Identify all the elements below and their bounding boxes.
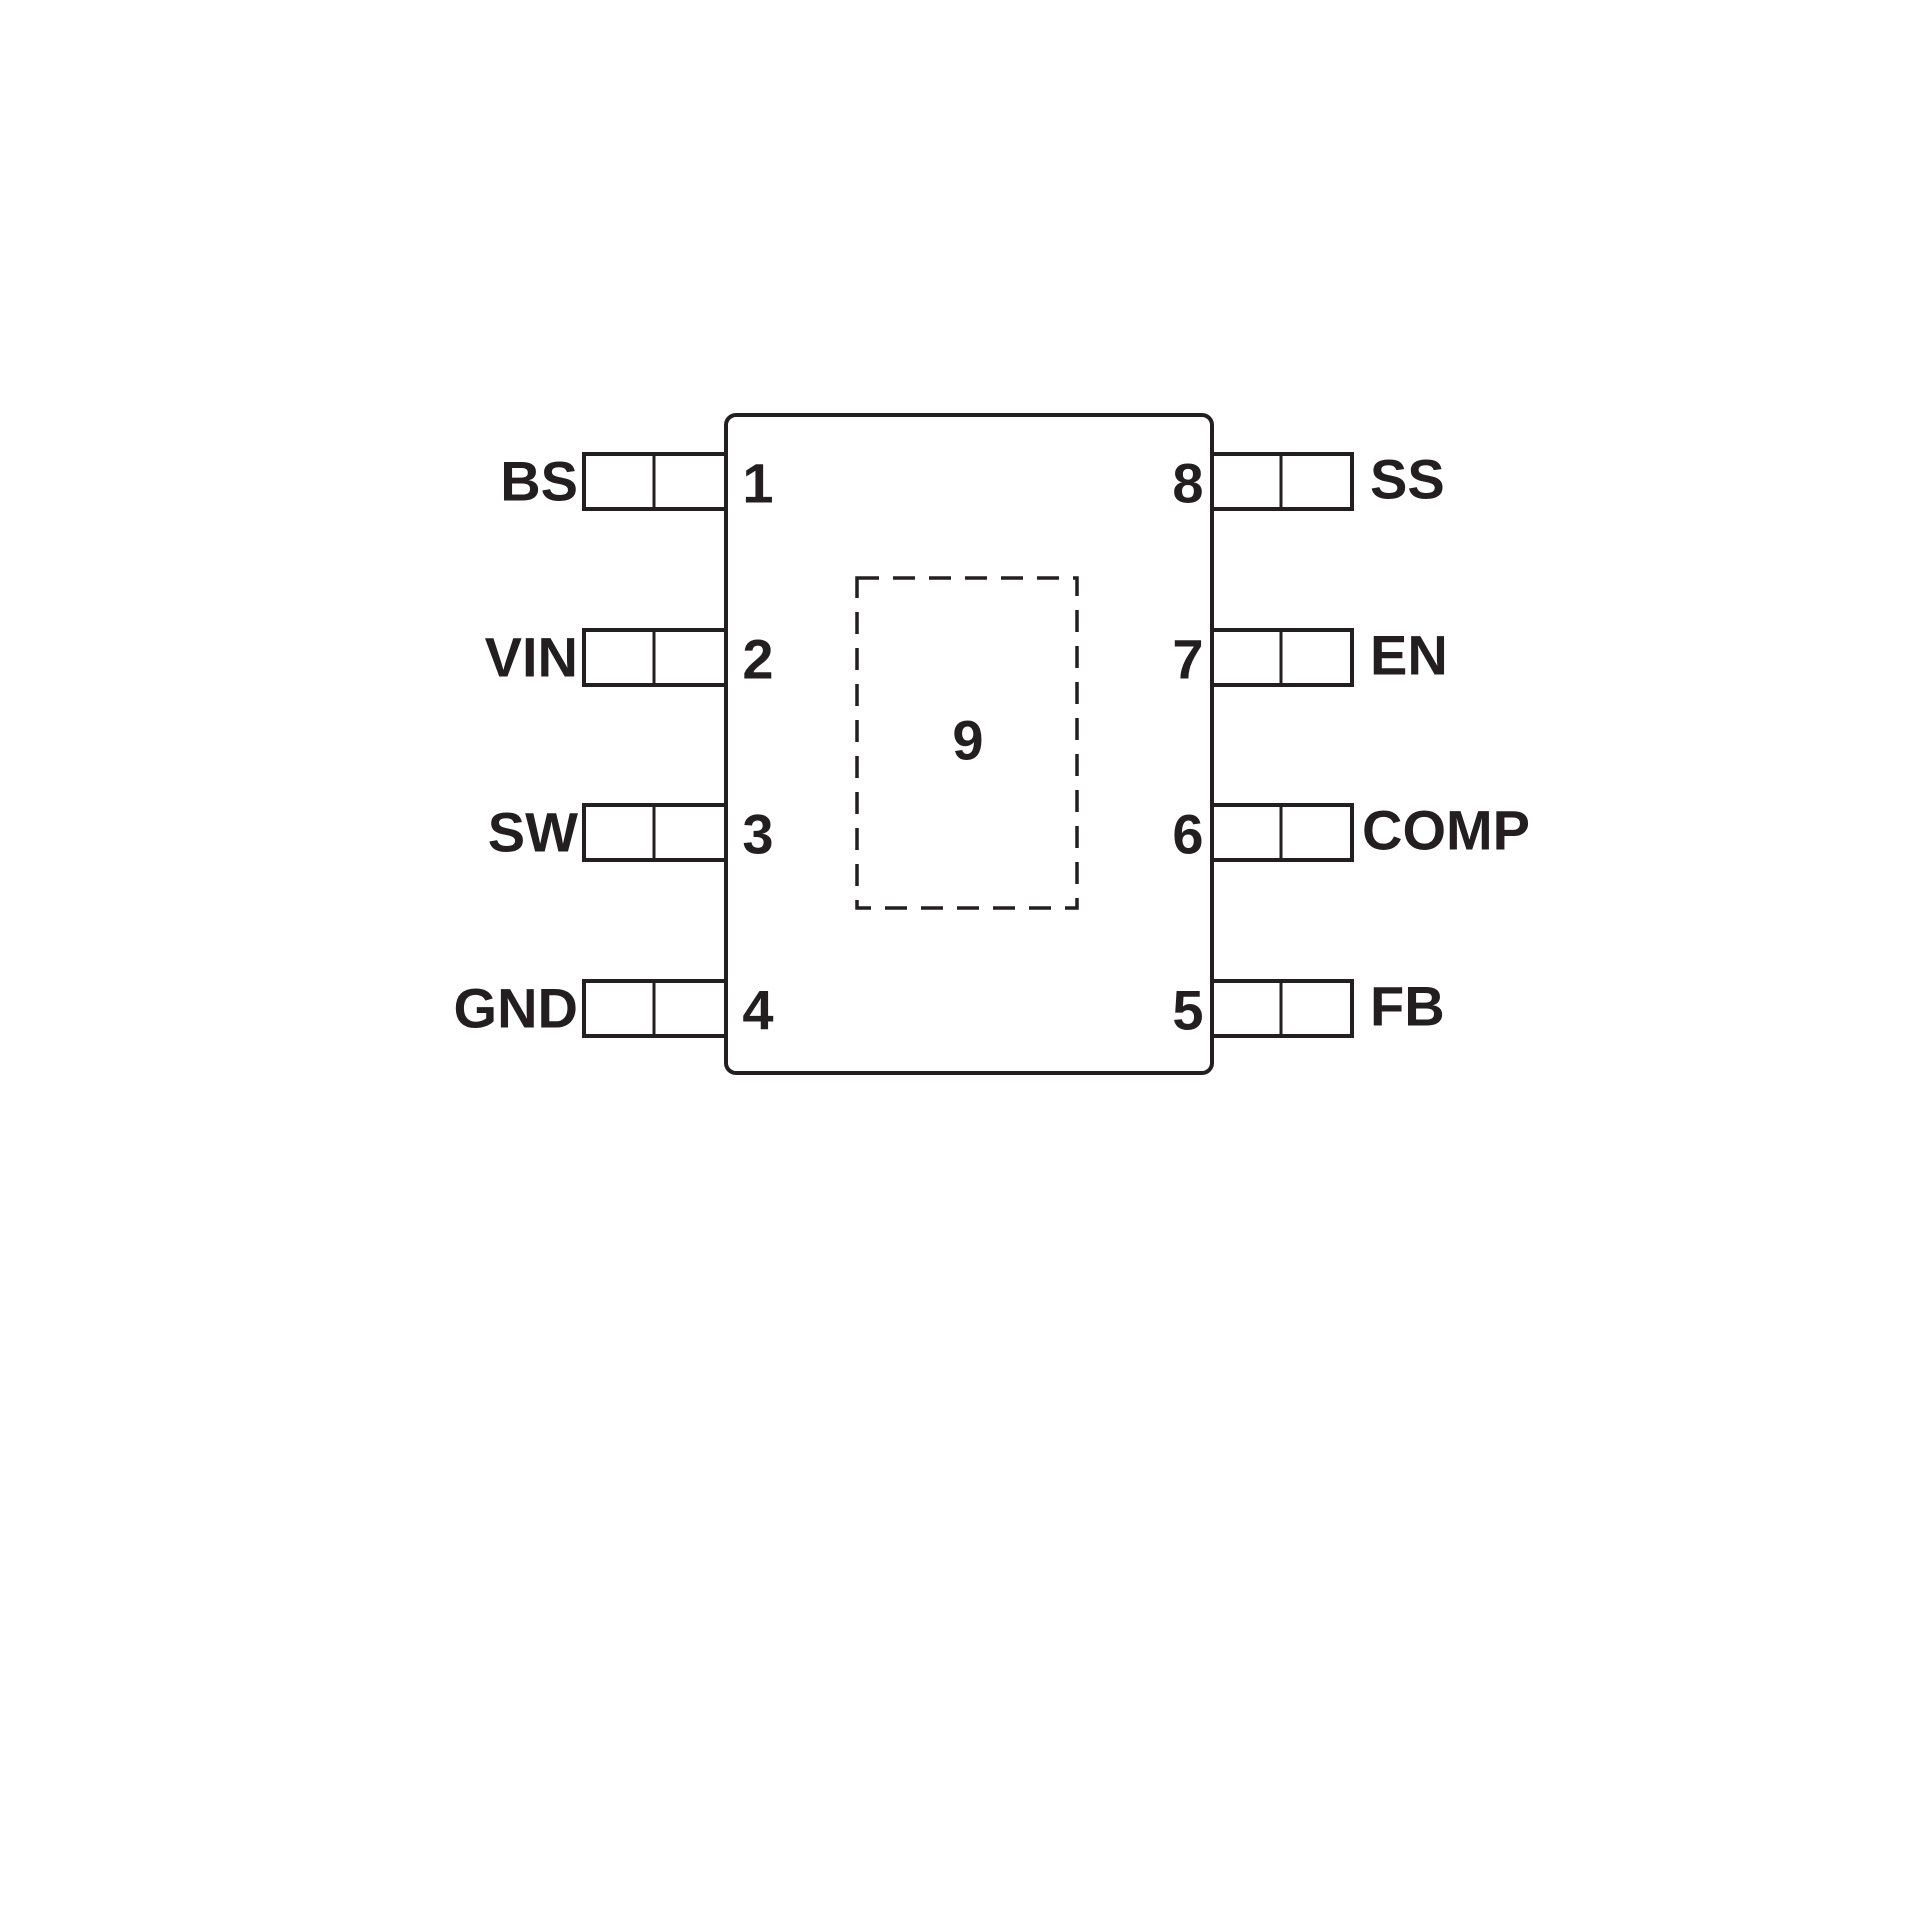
left-pin: GND 4	[454, 977, 774, 1042]
exposed-pad-number: 9	[952, 709, 983, 772]
pin-name: VIN	[485, 626, 578, 689]
pin-number: 7	[1172, 628, 1203, 691]
pin-name: GND	[454, 977, 578, 1040]
right-pin: 8 SS	[1172, 448, 1444, 515]
pin-number: 4	[742, 979, 773, 1042]
left-pin: SW 3	[488, 801, 774, 866]
pin-name: EN	[1370, 624, 1448, 687]
pin-name: SS	[1370, 448, 1445, 511]
right-pin: 6 COMP	[1172, 799, 1530, 866]
right-pin: 5 FB	[1172, 975, 1444, 1042]
pin-name: SW	[488, 801, 578, 864]
pin-name: COMP	[1362, 799, 1530, 862]
right-pin: 7 EN	[1172, 624, 1447, 691]
pin-number: 8	[1172, 452, 1203, 515]
pin-name: BS	[500, 450, 578, 513]
pin-name: FB	[1370, 975, 1445, 1038]
package-body	[724, 413, 1214, 1075]
pin-number: 1	[742, 452, 773, 515]
pin-number: 2	[742, 628, 773, 691]
pin-number: 5	[1172, 979, 1203, 1042]
pin-number: 6	[1172, 803, 1203, 866]
left-pin: VIN 2	[485, 626, 774, 691]
left-pin: BS 1	[500, 450, 773, 515]
pin-number: 3	[742, 803, 773, 866]
exposed-pad-outline	[855, 576, 1079, 910]
